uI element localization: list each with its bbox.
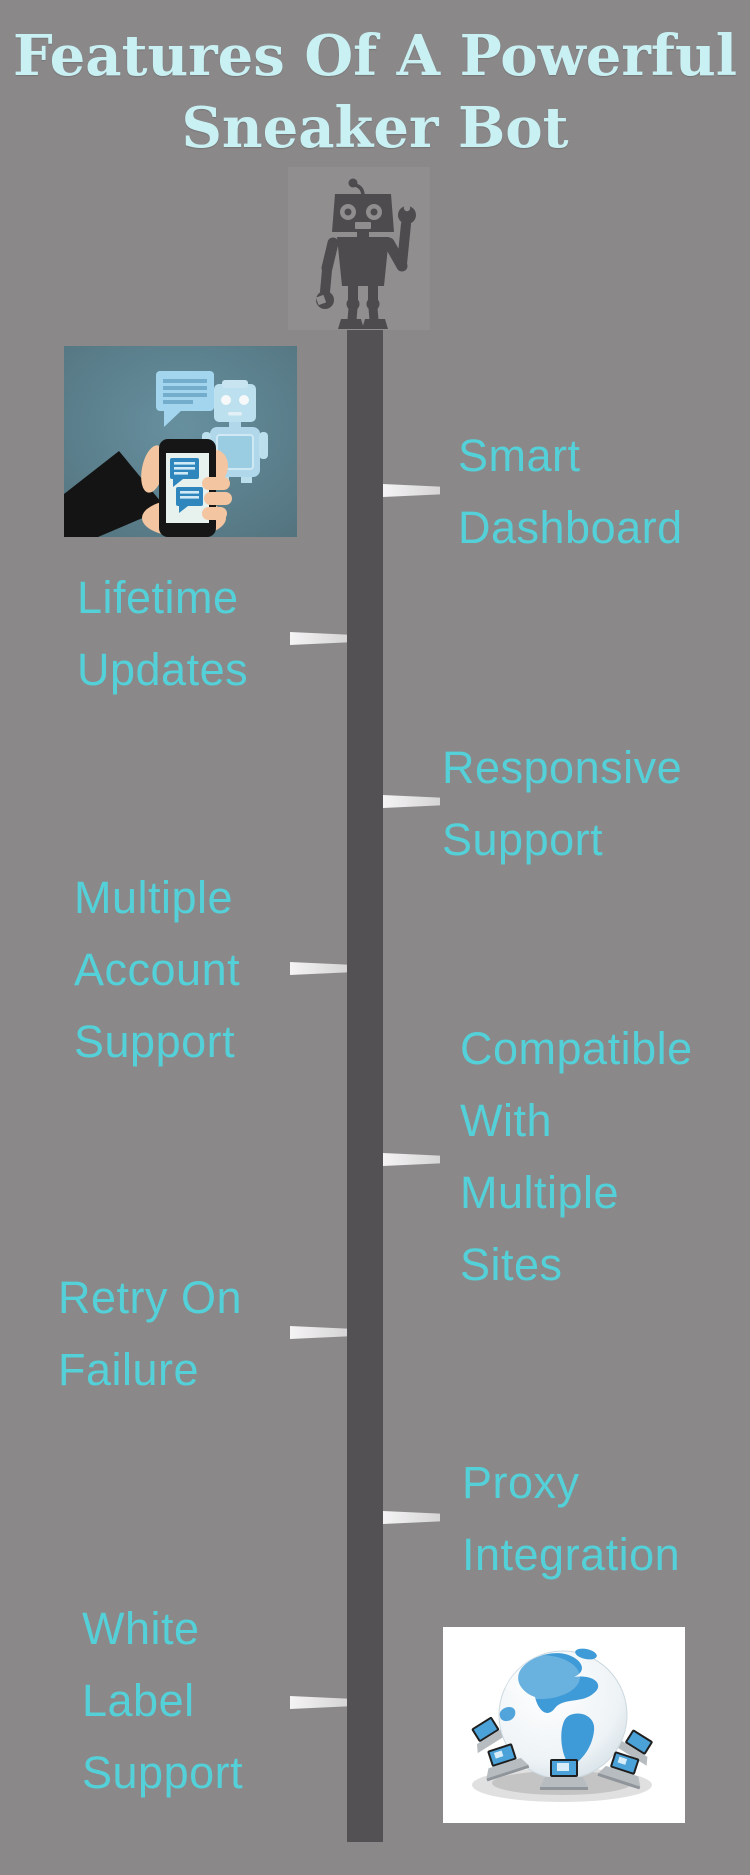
robot-icon — [315, 178, 416, 329]
feature-line: With — [460, 1095, 552, 1146]
tick-white-label — [290, 1696, 347, 1709]
timeline-pole — [347, 330, 383, 1842]
feature-retry-on-failure: Retry On Failure — [58, 1262, 242, 1406]
title-line-1: Features Of A Powerful — [12, 23, 738, 89]
chatbot-icon — [202, 380, 268, 483]
globe-network-illustration — [443, 1627, 685, 1823]
feature-line: Proxy — [462, 1457, 580, 1508]
feature-line: Label — [82, 1675, 195, 1726]
tick-multiple-account — [290, 962, 347, 975]
title-line-2: Sneaker Bot — [181, 95, 569, 161]
feature-line: Compatible — [460, 1023, 693, 1074]
feature-line: Sites — [460, 1239, 563, 1290]
tick-retry-on-failure — [290, 1326, 347, 1339]
feature-line: Multiple — [74, 872, 234, 923]
laptop-icon — [597, 1751, 641, 1790]
feature-line: Lifetime — [77, 572, 239, 623]
phone-icon — [159, 439, 216, 537]
feature-line: Support — [442, 814, 604, 865]
feature-smart-dashboard: Smart Dashboard — [458, 420, 683, 564]
tick-smart-dashboard — [383, 484, 440, 497]
feature-line: Integration — [462, 1529, 681, 1580]
laptop-icon — [540, 1759, 588, 1790]
feature-line: Smart — [458, 430, 581, 481]
laptop-icon — [614, 1729, 653, 1766]
speech-bubble-icon — [156, 371, 214, 427]
sleeve-shape — [64, 451, 166, 537]
fingers-shape — [202, 477, 232, 520]
feature-line: Updates — [77, 644, 249, 695]
continents-shape — [499, 1648, 599, 1767]
tick-compatible-sites — [383, 1153, 440, 1166]
feature-compatible-with-multiple-sites: Compatible With Multiple Sites — [460, 1013, 693, 1301]
feature-lifetime-updates: Lifetime Updates — [77, 562, 248, 706]
feature-proxy-integration: Proxy Integration — [462, 1447, 680, 1591]
feature-line: Retry On — [58, 1272, 243, 1323]
feature-multiple-account-support: Multiple Account Support — [74, 862, 240, 1078]
feature-line: Failure — [58, 1344, 200, 1395]
feature-responsive-support: Responsive Support — [442, 732, 682, 876]
feature-line: Support — [82, 1747, 244, 1798]
tick-lifetime-updates — [290, 632, 347, 645]
feature-line: Multiple — [460, 1167, 620, 1218]
feature-line: Dashboard — [458, 502, 683, 553]
feature-line: Responsive — [442, 742, 683, 793]
chatbot-phone-illustration — [64, 346, 297, 537]
feature-line: White — [82, 1603, 200, 1654]
tick-proxy-integration — [383, 1511, 440, 1524]
feature-line: Support — [74, 1016, 236, 1067]
laptop-icon — [486, 1743, 530, 1782]
feature-white-label-support: White Label Support — [82, 1593, 243, 1809]
feature-line: Account — [74, 944, 241, 995]
tick-responsive-support — [383, 795, 440, 808]
